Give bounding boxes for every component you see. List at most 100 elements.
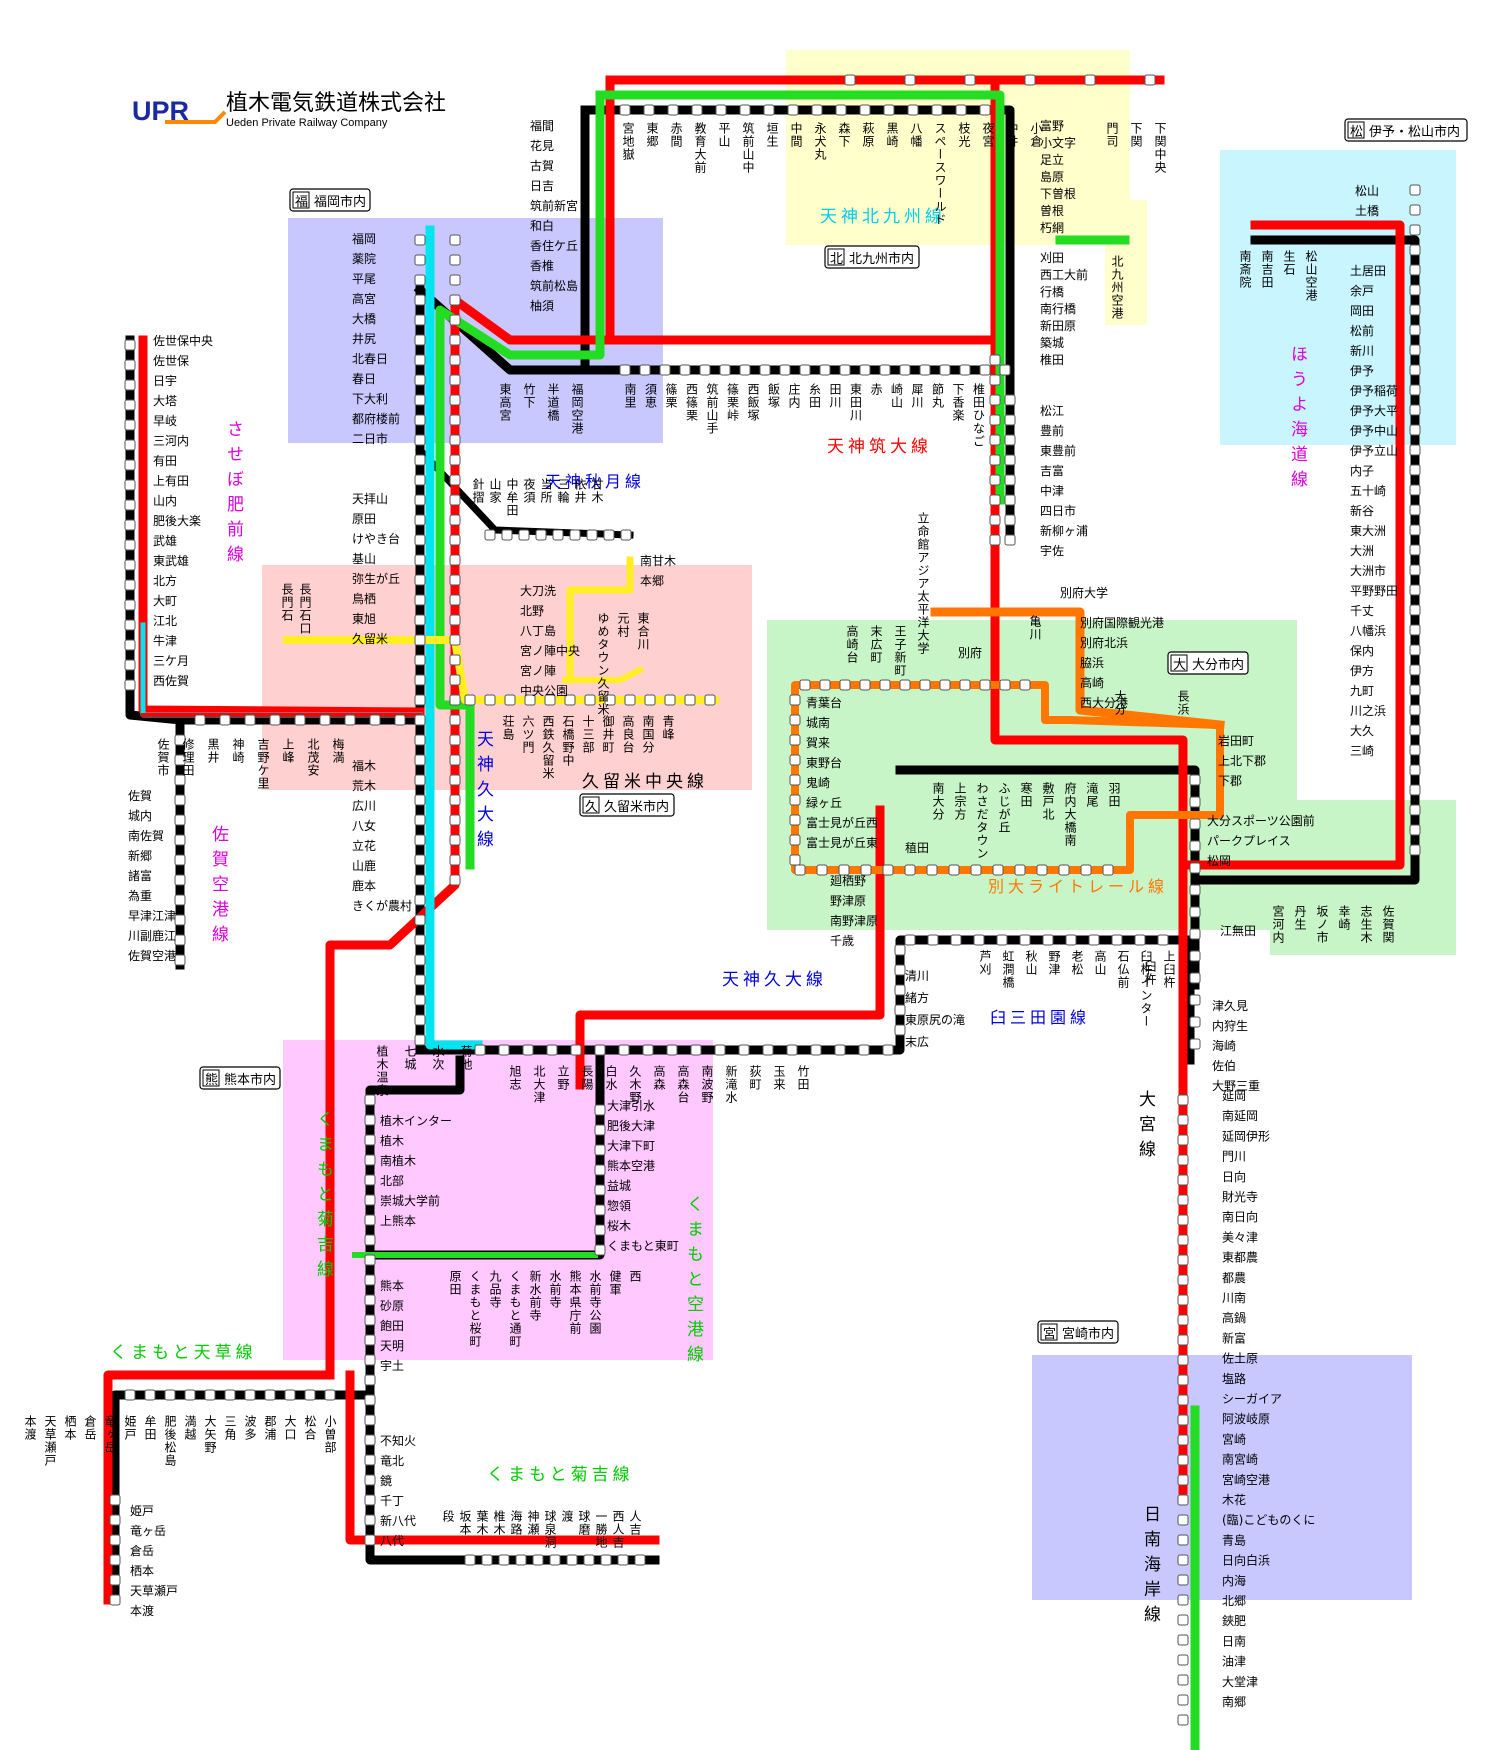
station-dot xyxy=(1019,934,1031,946)
area-tag: 福 xyxy=(295,195,308,210)
station-kikuyoshi-13: 渡 xyxy=(560,1509,574,1523)
station-tenku-14: 鹿本 xyxy=(352,878,376,893)
station-miyazaki-10: 川南 xyxy=(1222,1290,1246,1305)
station-dot xyxy=(124,539,136,551)
station-dot xyxy=(1004,494,1016,506)
line-label-4: 佐賀空港線 xyxy=(208,825,229,950)
station-usuki-0: 芦刈 xyxy=(978,950,992,976)
station-dot xyxy=(1004,414,1016,426)
station-betsudai-15: 滝尾 xyxy=(1085,782,1099,808)
station-miyazaki-20: 木花 xyxy=(1222,1492,1246,1507)
station-dot xyxy=(907,104,919,116)
station-dot xyxy=(414,934,426,946)
station-kyudai_south-9: 新滝水 xyxy=(724,1064,738,1104)
station-iyo-1: 土橋 xyxy=(1355,204,1379,218)
station-dot xyxy=(1409,324,1421,336)
area-name: 伊予・松山市内 xyxy=(1369,124,1460,140)
station-dot xyxy=(414,294,426,306)
station-dot xyxy=(449,274,461,286)
station-fukuoka_city-5: 井尻 xyxy=(352,332,376,346)
station-dot xyxy=(1088,934,1100,946)
station-dot xyxy=(414,734,426,746)
station-dot xyxy=(894,984,906,996)
station-dot xyxy=(642,1044,654,1056)
station-dot xyxy=(364,1374,376,1386)
area-label-5: 熊熊本市内 xyxy=(199,1066,281,1090)
line-label-14: くまもと空港線 xyxy=(683,1195,704,1370)
station-sasebo-5: 三河内 xyxy=(153,434,189,448)
station-dot xyxy=(1177,1494,1189,1506)
station-dot xyxy=(124,359,136,371)
station-saga_airport-0: 佐賀 xyxy=(128,789,152,803)
station-dot xyxy=(124,559,136,571)
station-amakusa-8: 肥後松島 xyxy=(163,1415,177,1467)
station-dot xyxy=(999,364,1011,376)
station-dot xyxy=(449,774,461,786)
station-dot xyxy=(1409,284,1421,296)
station-dot xyxy=(109,1534,121,1546)
station-dot xyxy=(109,1594,121,1606)
zone-kitakyushu-airport xyxy=(1105,200,1147,325)
station-miyazaki-3: 門川 xyxy=(1222,1150,1246,1164)
station-kumamoto_airport-1: 肥後大津 xyxy=(607,1119,655,1133)
station-dot xyxy=(1177,1094,1189,1106)
station-dot xyxy=(679,364,691,376)
station-dot xyxy=(109,1574,121,1586)
station-kitakyushu_south-6: 朽網 xyxy=(1040,221,1064,235)
station-dot xyxy=(894,964,906,976)
station-dot xyxy=(124,659,136,671)
station-tenku-11: 八女 xyxy=(352,818,376,833)
station-kumamoto_airport-3: 熊本空港 xyxy=(607,1158,655,1173)
station-kumamoto-8: 崇城大学前 xyxy=(380,1193,440,1208)
station-dot xyxy=(989,354,1001,366)
station-kitakyushu-2: 赤間 xyxy=(669,122,683,148)
line-label-3: させぼ肥前線 xyxy=(223,420,244,570)
station-dot xyxy=(1177,1134,1189,1146)
station-dot xyxy=(564,694,576,706)
station-dot xyxy=(762,1044,774,1056)
station-dot xyxy=(1409,844,1421,856)
station-dot xyxy=(1409,784,1421,796)
station-kumamoto-11: 砂原 xyxy=(380,1299,404,1313)
station-chikudai-13: 崎山 xyxy=(890,383,904,409)
station-kitakyushu-4: 平山 xyxy=(717,122,731,148)
station-dot xyxy=(224,1389,236,1401)
station-kikuyoshi-2: 鏡 xyxy=(380,1473,392,1488)
station-dot xyxy=(570,1044,582,1056)
station-dot xyxy=(1177,1454,1189,1466)
station-dot xyxy=(364,1534,376,1546)
station-oita_east-7: パークプレイス xyxy=(1207,834,1291,848)
line-black-iyo xyxy=(1190,235,1420,885)
station-kikuyoshi-16: 西人吉 xyxy=(611,1510,625,1549)
station-dot xyxy=(518,529,530,541)
line-label-1: 天神筑大線 xyxy=(827,437,932,457)
station-dot xyxy=(1409,704,1421,716)
station-kitakyushu-18: 門司 xyxy=(1105,122,1119,148)
line-label-2: 天神秋月線 xyxy=(545,472,645,491)
station-betsudai-5: 緑ヶ丘 xyxy=(806,795,842,810)
station-miyazaki-25: 北郷 xyxy=(1222,1594,1246,1608)
station-dot xyxy=(1014,864,1026,876)
station-dot xyxy=(364,1394,376,1406)
station-dot xyxy=(1409,544,1421,556)
station-dot xyxy=(546,1044,558,1056)
station-dot xyxy=(1080,864,1092,876)
station-usuki-2: 秋山 xyxy=(1024,950,1038,976)
station-chikudai-11: 東田川 xyxy=(849,383,863,422)
station-dot xyxy=(449,434,461,446)
station-dot xyxy=(484,694,496,706)
station-saga-6: 北茂安 xyxy=(306,738,320,777)
station-dot xyxy=(1189,994,1201,1006)
station-kitakyushu_south-3: 島原 xyxy=(1040,169,1064,184)
station-dot xyxy=(449,514,461,526)
line-label-9: 別大ライトレール線 xyxy=(988,877,1168,896)
area-tag-box xyxy=(1347,121,1365,139)
station-dot xyxy=(882,1044,894,1056)
station-oita_east-1: 志生木 xyxy=(1359,905,1373,944)
station-dot xyxy=(979,364,991,376)
station-dot xyxy=(414,474,426,486)
station-dot xyxy=(879,679,891,691)
station-kitakyushu-20: 下関中央 xyxy=(1153,122,1167,174)
station-fukuoka_city-6: 北春日 xyxy=(352,352,388,366)
station-fukuoka_city-4: 大橋 xyxy=(352,312,376,326)
